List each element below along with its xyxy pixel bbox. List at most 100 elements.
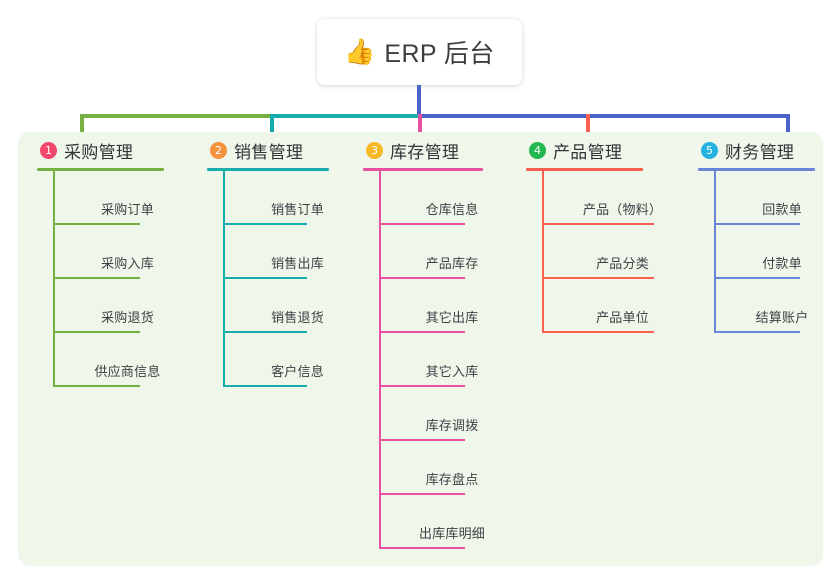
leaf-rule bbox=[716, 331, 800, 333]
leaf-label: 销售出库 bbox=[271, 256, 324, 271]
leaf-rule bbox=[225, 277, 307, 279]
list-item[interactable]: 付款单 bbox=[716, 225, 839, 279]
leaf-label: 产品库存 bbox=[425, 256, 479, 271]
branch-header-rule-4 bbox=[526, 168, 643, 171]
leaf-label: 付款单 bbox=[762, 256, 802, 271]
branch-column-finance: 5 财务管理 回款单 付款单 结算账户 bbox=[698, 132, 839, 333]
leaf-list-purchasing: 采购订单 采购入库 采购退货 供应商信息 bbox=[37, 171, 200, 387]
list-item[interactable]: 采购入库 bbox=[55, 225, 200, 279]
branch-header-finance[interactable]: 5 财务管理 bbox=[698, 132, 839, 168]
leaf-label: 其它出库 bbox=[425, 310, 479, 325]
list-item[interactable]: 回款单 bbox=[716, 171, 839, 225]
branch-header-inventory[interactable]: 3 库存管理 bbox=[363, 132, 523, 168]
leaf-list-product: 产品（物料） 产品分类 产品单位 bbox=[526, 171, 701, 333]
branch-header-sales[interactable]: 2 销售管理 bbox=[207, 132, 370, 168]
list-item[interactable]: 出库库明细 bbox=[381, 495, 523, 549]
leaf-rule bbox=[225, 331, 307, 333]
list-item[interactable]: 产品单位 bbox=[544, 279, 701, 333]
branch-header-rule-3 bbox=[363, 168, 483, 171]
branch-title-purchasing: 采购管理 bbox=[64, 142, 134, 162]
leaf-spine-5 bbox=[714, 171, 716, 333]
leaf-list-sales: 销售订单 销售出库 销售退货 客户信息 bbox=[207, 171, 370, 387]
list-item[interactable]: 销售订单 bbox=[225, 171, 370, 225]
leaf-label: 产品单位 bbox=[596, 310, 649, 325]
leaf-label: 回款单 bbox=[762, 202, 802, 217]
branch-title-inventory: 库存管理 bbox=[390, 142, 460, 162]
root-node-title: ERP 后台 bbox=[384, 40, 495, 68]
leaf-rule bbox=[544, 223, 654, 225]
branch-column-sales: 2 销售管理 销售订单 销售出库 销售退货 客户信息 bbox=[207, 132, 370, 387]
connector-bus-green bbox=[80, 114, 272, 118]
list-item[interactable]: 供应商信息 bbox=[55, 333, 200, 387]
branch-title-sales: 销售管理 bbox=[234, 142, 304, 162]
branch-column-inventory: 3 库存管理 仓库信息 产品库存 其它出库 其它入库 bbox=[363, 132, 523, 549]
connector-bus-blue bbox=[418, 114, 790, 118]
leaf-rule bbox=[716, 223, 800, 225]
leaf-label: 产品分类 bbox=[596, 256, 649, 271]
branch-header-product[interactable]: 4 产品管理 bbox=[526, 132, 701, 168]
leaf-rule bbox=[55, 385, 140, 387]
leaf-rule bbox=[381, 385, 465, 387]
list-item[interactable]: 销售出库 bbox=[225, 225, 370, 279]
leaf-rule bbox=[716, 277, 800, 279]
leaf-list-finance: 回款单 付款单 结算账户 bbox=[698, 171, 839, 333]
leaf-label: 供应商信息 bbox=[94, 364, 161, 379]
connector-drop-3 bbox=[418, 114, 422, 140]
list-item[interactable]: 库存盘点 bbox=[381, 441, 523, 495]
leaf-spine-1 bbox=[53, 171, 55, 387]
thumbs-up-icon: 👍 bbox=[344, 37, 376, 66]
list-item[interactable]: 产品分类 bbox=[544, 225, 701, 279]
leaf-label: 客户信息 bbox=[271, 364, 324, 379]
list-item[interactable]: 库存调拨 bbox=[381, 387, 523, 441]
list-item[interactable]: 采购订单 bbox=[55, 171, 200, 225]
leaf-rule bbox=[225, 385, 307, 387]
connector-drop-5 bbox=[786, 114, 790, 140]
leaf-label: 库存盘点 bbox=[425, 472, 479, 487]
leaf-rule bbox=[55, 331, 140, 333]
branch-column-purchasing: 1 采购管理 采购订单 采购入库 采购退货 供应商信 bbox=[37, 132, 200, 387]
leaf-rule bbox=[381, 547, 465, 549]
leaf-rule bbox=[381, 223, 465, 225]
branch-header-rule-2 bbox=[207, 168, 329, 171]
leaf-spine-2 bbox=[223, 171, 225, 387]
list-item[interactable]: 产品（物料） bbox=[544, 171, 701, 225]
connector-root-vertical bbox=[417, 85, 421, 116]
list-item[interactable]: 其它入库 bbox=[381, 333, 523, 387]
list-item[interactable]: 采购退货 bbox=[55, 279, 200, 333]
list-item[interactable]: 其它出库 bbox=[381, 279, 523, 333]
leaf-rule bbox=[381, 493, 465, 495]
leaf-rule bbox=[55, 223, 140, 225]
leaf-label: 采购退货 bbox=[101, 310, 154, 325]
branch-badge-2: 2 bbox=[210, 141, 227, 159]
branch-header-rule-5 bbox=[698, 168, 815, 171]
leaf-spine-3 bbox=[379, 171, 381, 549]
root-node-erp-backend[interactable]: 👍 ERP 后台 bbox=[317, 19, 522, 85]
leaf-label: 采购订单 bbox=[101, 202, 154, 217]
list-item[interactable]: 仓库信息 bbox=[381, 171, 523, 225]
leaf-rule bbox=[544, 331, 654, 333]
leaf-label: 采购入库 bbox=[101, 256, 154, 271]
leaf-label: 仓库信息 bbox=[425, 202, 479, 217]
root-node-content: 👍 ERP 后台 bbox=[344, 34, 494, 70]
list-item[interactable]: 销售退货 bbox=[225, 279, 370, 333]
branch-column-product: 4 产品管理 产品（物料） 产品分类 产品单位 bbox=[526, 132, 701, 333]
connector-drop-2 bbox=[270, 114, 274, 140]
branch-title-finance: 财务管理 bbox=[725, 142, 795, 162]
list-item[interactable]: 客户信息 bbox=[225, 333, 370, 387]
list-item[interactable]: 结算账户 bbox=[716, 279, 839, 333]
leaf-label: 产品（物料） bbox=[582, 202, 663, 217]
branch-header-rule-1 bbox=[37, 168, 164, 171]
branch-header-purchasing[interactable]: 1 采购管理 bbox=[37, 132, 200, 168]
leaf-rule bbox=[225, 223, 307, 225]
leaf-spine-4 bbox=[542, 171, 544, 333]
connector-bus-teal bbox=[270, 114, 420, 118]
list-item[interactable]: 产品库存 bbox=[381, 225, 523, 279]
connector-drop-4 bbox=[586, 114, 590, 140]
leaf-rule bbox=[381, 277, 465, 279]
branch-columns: 1 采购管理 采购订单 采购入库 采购退货 供应商信 bbox=[18, 132, 823, 566]
leaf-label: 出库库明细 bbox=[418, 526, 485, 541]
leaf-label: 其它入库 bbox=[425, 364, 479, 379]
branch-badge-1: 1 bbox=[40, 141, 57, 159]
branch-badge-4: 4 bbox=[529, 141, 546, 159]
leaf-label: 销售订单 bbox=[271, 202, 324, 217]
